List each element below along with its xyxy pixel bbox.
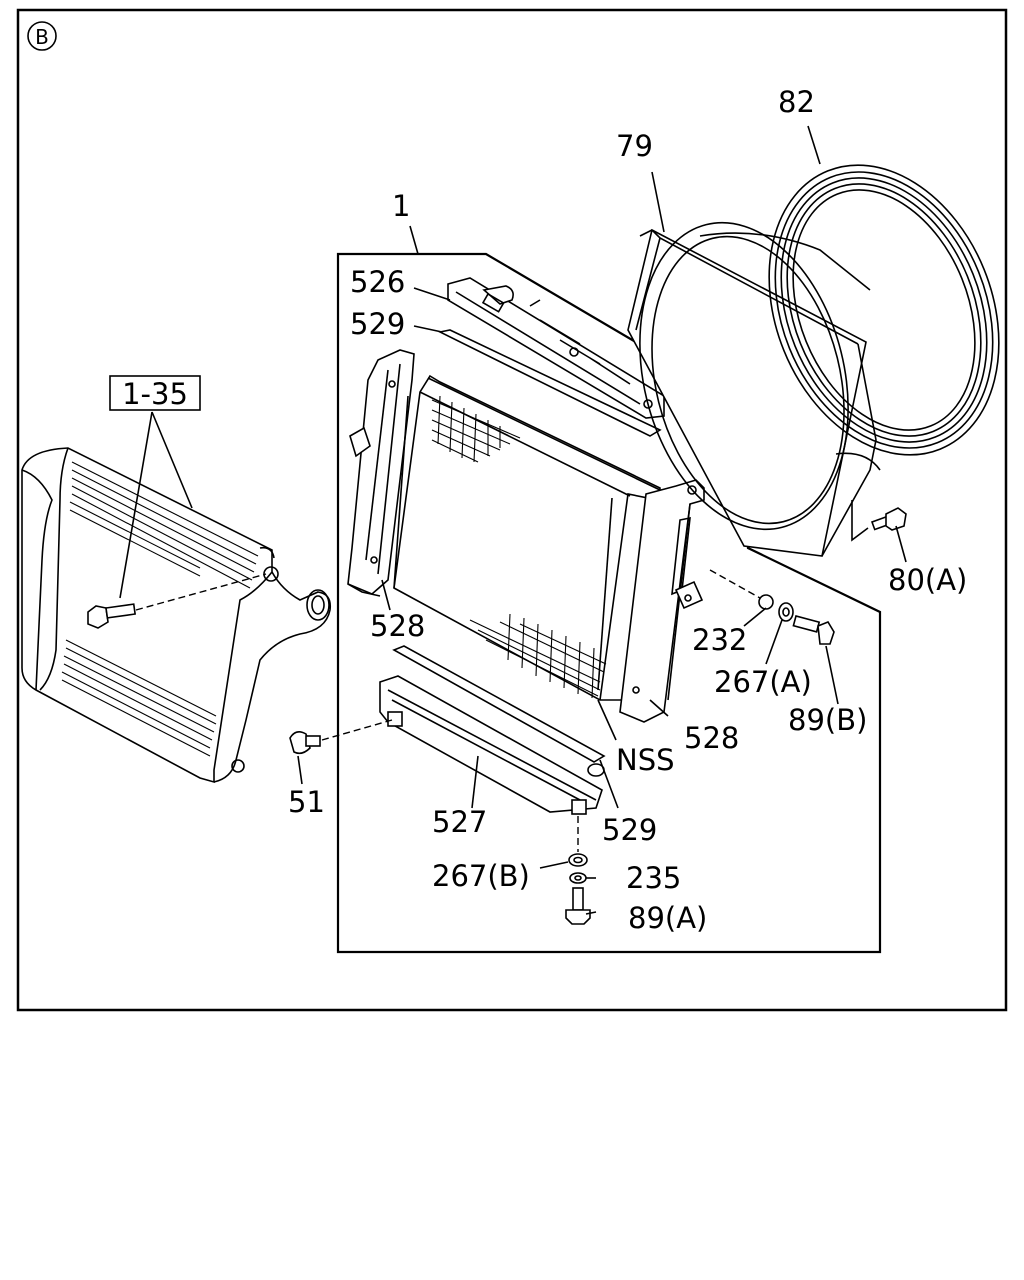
label-232: 232 [692, 623, 747, 657]
label-nss: NSS [616, 743, 675, 777]
side-plate-fasteners [709, 569, 835, 645]
label-528-right: 528 [684, 721, 739, 755]
leader-1 [409, 225, 419, 255]
label-528-left: 528 [370, 609, 425, 643]
label-267a: 267(A) [714, 665, 812, 699]
lower-tank-527 [379, 675, 605, 815]
label-89a: 89(A) [628, 901, 707, 935]
shroud-bolt-80a [851, 500, 907, 542]
seal-529-bottom [392, 645, 606, 763]
drain-plug-51 [289, 719, 393, 755]
leader-lines [297, 125, 907, 915]
side-plate-528-right [619, 479, 705, 723]
assembly-group-outline [336, 252, 882, 954]
view-marker-letter: B [35, 25, 49, 49]
label-529-top: 529 [350, 307, 405, 341]
side-plate-528-left [347, 349, 415, 597]
outer-frame [16, 8, 1008, 1012]
intercooler [21, 447, 332, 784]
label-235: 235 [626, 861, 681, 895]
seal-529-top [437, 329, 662, 437]
fan-ring-82 [768, 164, 1000, 456]
label-527: 527 [432, 805, 487, 839]
label-89b: 89(B) [788, 703, 867, 737]
label-1: 1 [392, 189, 410, 223]
group-ref: 1-35 [109, 375, 201, 599]
group-ref-label: 1-35 [122, 377, 188, 411]
label-80a: 80(A) [888, 563, 967, 597]
radiator-core [393, 374, 661, 701]
label-526: 526 [350, 265, 405, 299]
label-267b: 267(B) [432, 859, 530, 893]
label-79: 79 [616, 129, 653, 163]
view-marker: B [27, 21, 57, 51]
fan-shroud-79 [627, 221, 881, 557]
label-82: 82 [778, 85, 815, 119]
drain-fasteners [565, 816, 591, 925]
label-529-bottom: 529 [602, 813, 657, 847]
label-51: 51 [288, 785, 325, 819]
intercooler-bolt [87, 573, 267, 629]
